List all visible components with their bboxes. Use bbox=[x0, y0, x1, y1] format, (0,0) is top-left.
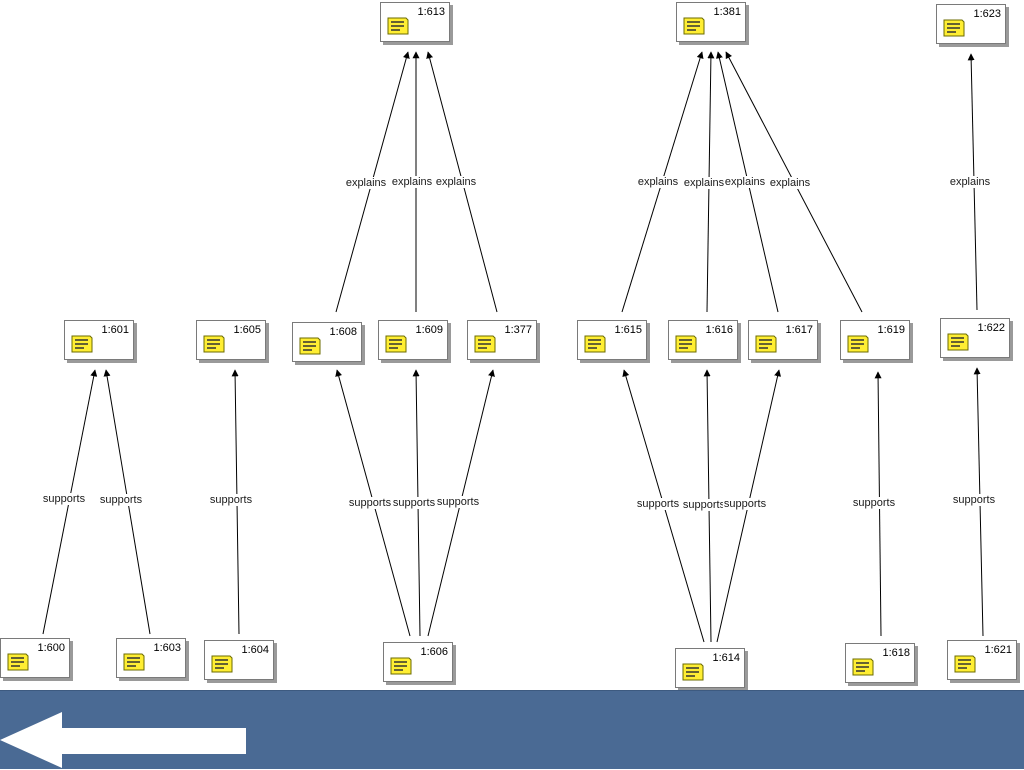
node-1-618[interactable]: 1:618 bbox=[845, 643, 915, 683]
document-icon bbox=[299, 337, 321, 355]
edge-label-explains: explains bbox=[636, 176, 680, 188]
document-icon bbox=[682, 663, 704, 681]
edge-label-supports: supports bbox=[722, 498, 768, 510]
node-1-614[interactable]: 1:614 bbox=[675, 648, 745, 688]
document-icon bbox=[71, 335, 93, 353]
document-icon bbox=[675, 335, 697, 353]
node-1-622[interactable]: 1:622 bbox=[940, 318, 1010, 358]
node-id-label: 1:603 bbox=[153, 642, 181, 654]
node-id-label: 1:381 bbox=[713, 6, 741, 18]
node-id-label: 1:616 bbox=[705, 324, 733, 336]
node-1-600[interactable]: 1:600 bbox=[0, 638, 70, 678]
node-1-603[interactable]: 1:603 bbox=[116, 638, 186, 678]
node-1-608[interactable]: 1:608 bbox=[292, 322, 362, 362]
node-id-label: 1:604 bbox=[241, 644, 269, 656]
edge-label-supports: supports bbox=[635, 498, 681, 510]
node-id-label: 1:617 bbox=[785, 324, 813, 336]
edge-label-supports: supports bbox=[681, 499, 727, 511]
edge-label-explains: explains bbox=[390, 176, 434, 188]
node-id-label: 1:615 bbox=[614, 324, 642, 336]
node-1-621[interactable]: 1:621 bbox=[947, 640, 1017, 680]
document-icon bbox=[943, 19, 965, 37]
edge-label-supports: supports bbox=[435, 496, 481, 508]
edge-label-supports: supports bbox=[391, 497, 437, 509]
node-id-label: 1:609 bbox=[415, 324, 443, 336]
node-1-616[interactable]: 1:616 bbox=[668, 320, 738, 360]
document-icon bbox=[123, 653, 145, 671]
edge-label-explains: explains bbox=[344, 177, 388, 189]
document-icon bbox=[584, 335, 606, 353]
document-icon bbox=[755, 335, 777, 353]
edge-label-explains: explains bbox=[948, 176, 992, 188]
back-arrow-icon[interactable] bbox=[0, 708, 250, 770]
node-id-label: 1:618 bbox=[882, 647, 910, 659]
edge-label-supports: supports bbox=[208, 494, 254, 506]
document-icon bbox=[474, 335, 496, 353]
document-icon bbox=[847, 335, 869, 353]
node-1-613[interactable]: 1:613 bbox=[380, 2, 450, 42]
node-id-label: 1:601 bbox=[101, 324, 129, 336]
node-id-label: 1:621 bbox=[984, 644, 1012, 656]
node-1-606[interactable]: 1:606 bbox=[383, 642, 453, 682]
edge-label-supports: supports bbox=[851, 497, 897, 509]
edge-label-explains: explains bbox=[723, 176, 767, 188]
node-id-label: 1:606 bbox=[420, 646, 448, 658]
node-1-617[interactable]: 1:617 bbox=[748, 320, 818, 360]
edge-label-supports: supports bbox=[98, 494, 144, 506]
edge-label-supports: supports bbox=[347, 497, 393, 509]
node-id-label: 1:623 bbox=[973, 8, 1001, 20]
node-id-label: 1:622 bbox=[977, 322, 1005, 334]
edge-label-explains: explains bbox=[768, 177, 812, 189]
document-icon bbox=[387, 17, 409, 35]
diagram-canvas: 1:613 1:381 1:623 1:601 1:605 1:608 1:609 1:377… bbox=[0, 2, 1017, 688]
node-1-609[interactable]: 1:609 bbox=[378, 320, 448, 360]
edge-label-explains: explains bbox=[682, 177, 726, 189]
edge-label-supports: supports bbox=[951, 494, 997, 506]
node-id-label: 1:608 bbox=[329, 326, 357, 338]
node-1-601[interactable]: 1:601 bbox=[64, 320, 134, 360]
document-icon bbox=[947, 333, 969, 351]
node-1-615[interactable]: 1:615 bbox=[577, 320, 647, 360]
node-1-604[interactable]: 1:604 bbox=[204, 640, 274, 680]
document-icon bbox=[385, 335, 407, 353]
node-1-377[interactable]: 1:377 bbox=[467, 320, 537, 360]
node-1-623[interactable]: 1:623 bbox=[936, 4, 1006, 44]
document-icon bbox=[7, 653, 29, 671]
document-icon bbox=[852, 658, 874, 676]
document-icon bbox=[203, 335, 225, 353]
node-id-label: 1:377 bbox=[504, 324, 532, 336]
document-icon bbox=[211, 655, 233, 673]
node-id-label: 1:614 bbox=[712, 652, 740, 664]
node-1-381[interactable]: 1:381 bbox=[676, 2, 746, 42]
node-id-label: 1:613 bbox=[417, 6, 445, 18]
node-id-label: 1:619 bbox=[877, 324, 905, 336]
node-id-label: 1:600 bbox=[37, 642, 65, 654]
node-1-605[interactable]: 1:605 bbox=[196, 320, 266, 360]
node-id-label: 1:605 bbox=[233, 324, 261, 336]
edge-label-supports: supports bbox=[41, 493, 87, 505]
document-icon bbox=[390, 657, 412, 675]
edge-label-explains: explains bbox=[434, 176, 478, 188]
node-1-619[interactable]: 1:619 bbox=[840, 320, 910, 360]
document-icon bbox=[683, 17, 705, 35]
document-icon bbox=[954, 655, 976, 673]
